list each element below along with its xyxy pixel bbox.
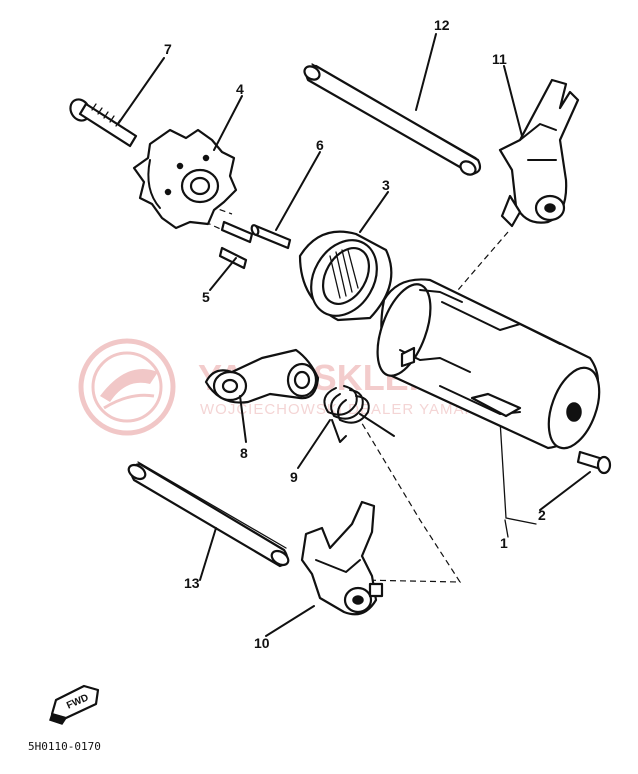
part-10-fork-lower	[300, 500, 384, 616]
leader-lines	[117, 33, 591, 637]
part-13-shaft-lower	[127, 461, 290, 568]
part-1-shift-drum	[376, 278, 601, 450]
callout-9: 9	[290, 469, 298, 485]
callout-11: 11	[492, 51, 507, 67]
part-5-pin-short	[218, 220, 254, 270]
part-9-torsion-spring	[323, 385, 395, 443]
callout-1: 1	[500, 535, 508, 551]
callout-6: 6	[316, 137, 324, 153]
callout-8: 8	[240, 445, 248, 461]
callout-12: 12	[434, 17, 450, 33]
callout-7: 7	[164, 41, 172, 57]
part-12-shaft-upper	[303, 63, 482, 176]
drawing-code: 5H0110-0170	[28, 740, 101, 753]
part-3-bearing	[298, 230, 393, 322]
watermark-subline: WOJCIECHOWSKI DEALER YAMAHA	[200, 401, 487, 418]
part-2-bolt	[576, 450, 612, 475]
part-11-fork-upper	[498, 78, 580, 228]
callout-3: 3	[382, 177, 390, 193]
callout-5: 5	[202, 289, 210, 305]
callout-4: 4	[236, 81, 244, 97]
part-6-pin-long	[250, 224, 292, 250]
connection-lines	[181, 195, 537, 583]
part-7-bolt-long	[69, 98, 138, 148]
part-4-segment	[132, 128, 238, 230]
callout-10: 10	[254, 635, 270, 651]
callout-2: 2	[538, 507, 546, 523]
callouts: 12 11 7 4 6 3 5 8 9 2 1 13 10	[164, 17, 546, 651]
part-8-shift-arm	[204, 348, 320, 404]
watermark-wheel-logo	[78, 338, 176, 436]
callout-13: 13	[184, 575, 200, 591]
fwd-arrow-icon: FWD	[49, 684, 100, 725]
